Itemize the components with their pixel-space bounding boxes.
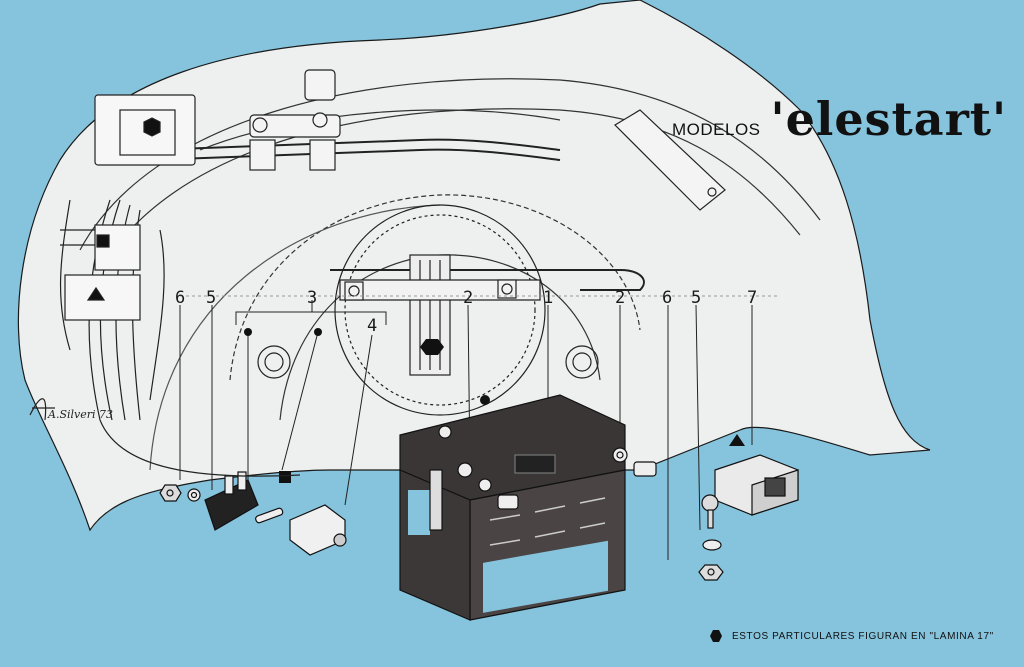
title: MODELOS 'elestart' — [672, 92, 1007, 146]
side-lamp — [614, 109, 726, 211]
title-main: 'elestart' — [770, 92, 1008, 146]
mudguard-arcs — [79, 78, 821, 471]
title-prefix: MODELOS — [672, 120, 761, 139]
relay-marker-triangle — [729, 434, 745, 446]
callout-6-left: 6 — [175, 288, 185, 308]
battery-bracket — [339, 279, 541, 301]
wheel-hub — [257, 204, 599, 416]
hexagon-bullet-icon — [710, 630, 722, 642]
callout-7: 7 — [747, 288, 757, 308]
nut-6-right — [698, 564, 724, 581]
battery-bullet — [480, 395, 490, 405]
fuse — [255, 507, 284, 524]
svg-text:A.Silveri 73: A.Silveri 73 — [47, 408, 113, 421]
callout-5-left: 5 — [206, 288, 216, 308]
regulator-box — [64, 94, 196, 321]
callout-1: 1 — [543, 288, 553, 308]
body-panel — [17, 0, 931, 532]
square-marker — [279, 471, 291, 483]
body-lower-lip — [99, 419, 301, 477]
washer-5-left — [187, 488, 201, 502]
callout-4: 4 — [367, 316, 377, 336]
callout-numbers: 6 5 3 4 2 1 2 6 5 7 — [175, 288, 757, 336]
callout-6-right: 6 — [662, 288, 672, 308]
relay — [701, 454, 799, 529]
screws-right — [497, 447, 657, 510]
artist-signature: A.Silveri 73 — [29, 398, 113, 421]
fuse-holder — [204, 471, 259, 531]
fuse-cap-4 — [289, 504, 347, 556]
hub-marker-hexagon — [420, 339, 444, 355]
leader-lines — [179, 295, 780, 560]
callout-5-right: 5 — [691, 288, 701, 308]
top-clamp-bracket — [249, 69, 341, 171]
callout-3: 3 — [307, 288, 317, 308]
footnote-text: ESTOS PARTICULARES FIGURAN EN "LAMINA 17… — [732, 630, 994, 642]
callout-2-left: 2 — [463, 288, 473, 308]
footnote: ESTOS PARTICULARES FIGURAN EN "LAMINA 17… — [710, 630, 994, 642]
callout-2-right: 2 — [615, 288, 625, 308]
battery — [399, 394, 626, 621]
nut-6-left — [159, 484, 182, 502]
bullet-3a — [244, 328, 252, 336]
bullet-3b — [314, 328, 322, 336]
frame-tubes — [149, 138, 645, 291]
washer-5-right — [702, 539, 722, 551]
